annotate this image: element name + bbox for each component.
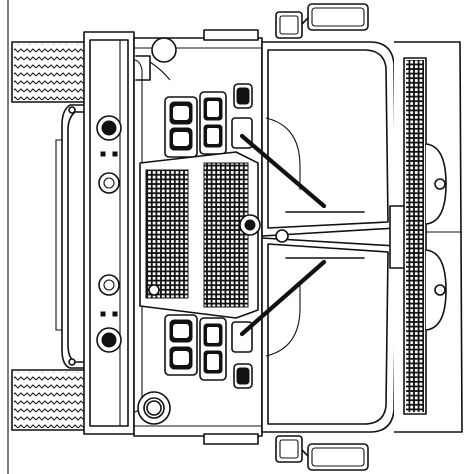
light-cluster-bottom bbox=[164, 314, 253, 389]
front-tire-bottom bbox=[11, 369, 89, 431]
bumper-ring-bottom bbox=[98, 274, 120, 296]
wiper-top bbox=[239, 133, 365, 213]
bottom-vent bbox=[137, 391, 171, 425]
bumper-ring-top bbox=[98, 172, 120, 194]
grille-mesh-left bbox=[145, 169, 189, 299]
front-bumper bbox=[83, 31, 135, 435]
front-axle-frame bbox=[55, 104, 89, 369]
side-mirror-bottom bbox=[275, 435, 369, 471]
roof-lamp-top bbox=[425, 143, 447, 225]
light-cluster-top bbox=[164, 83, 253, 158]
step-top bbox=[203, 29, 259, 41]
front-tire-top bbox=[11, 41, 89, 103]
side-mirror-top bbox=[275, 3, 369, 39]
windshield bbox=[261, 41, 397, 433]
grille-panel bbox=[139, 151, 261, 319]
bumper-fitting-top bbox=[96, 115, 122, 157]
step-bottom bbox=[203, 433, 259, 445]
light-bar bbox=[403, 57, 427, 415]
bumper-fitting-bottom bbox=[96, 311, 122, 353]
top-hatch bbox=[135, 37, 177, 81]
roof-lamp-bottom bbox=[425, 249, 447, 331]
wiper-bottom bbox=[239, 257, 365, 337]
grille-mesh-right bbox=[203, 162, 249, 308]
